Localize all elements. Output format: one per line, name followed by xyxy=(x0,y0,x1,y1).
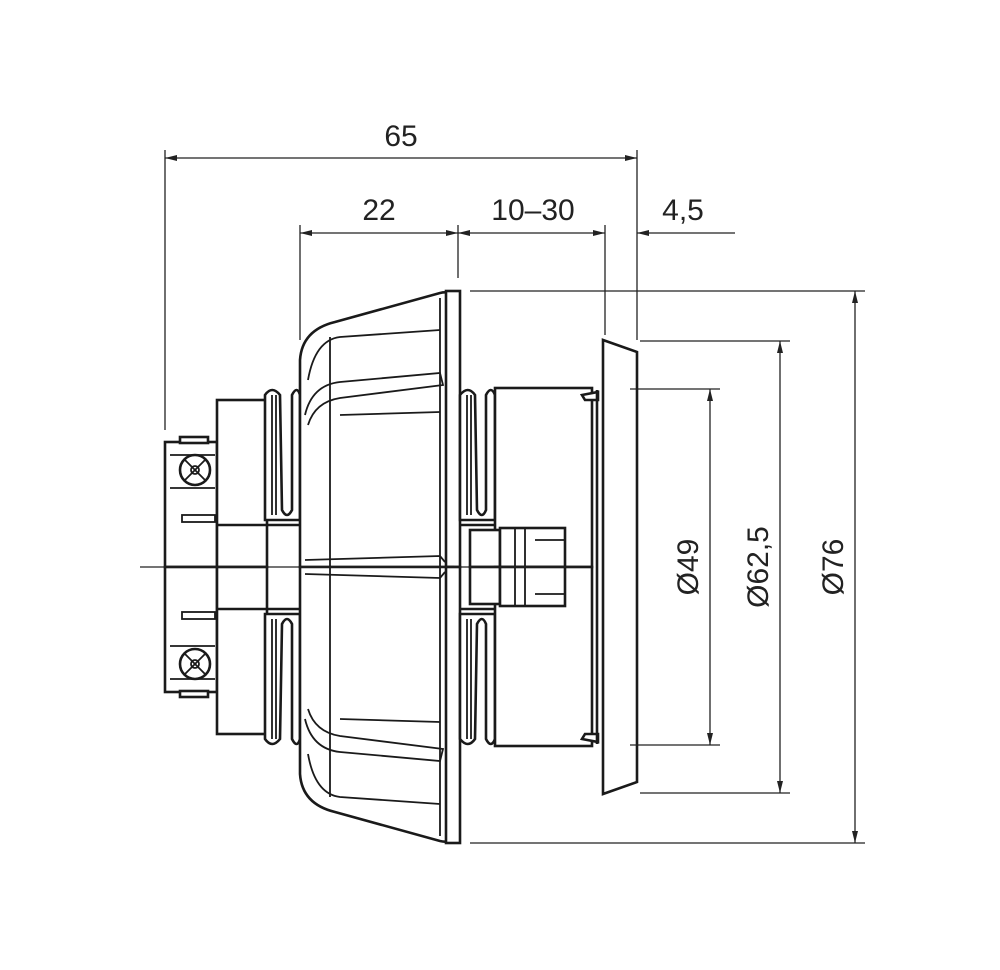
dimension-22: 22 xyxy=(300,194,458,236)
dimension-d49: Ø49 xyxy=(672,389,713,745)
part-outline xyxy=(140,289,867,845)
dimension-4-5: 4,5 xyxy=(637,194,735,236)
dimension-d76-label: Ø76 xyxy=(817,539,850,596)
dimension-4-5-label: 4,5 xyxy=(662,194,704,227)
dimension-65-label: 65 xyxy=(384,120,417,153)
dimension-10-30-label: 10–30 xyxy=(491,194,574,227)
dimension-d62-5-label: Ø62,5 xyxy=(742,526,775,608)
dimension-d76: Ø76 xyxy=(817,291,858,843)
dimension-65: 65 xyxy=(165,120,637,161)
extension-lines xyxy=(164,150,638,430)
dimension-22-label: 22 xyxy=(362,194,395,227)
dimension-d49-label: Ø49 xyxy=(672,539,705,596)
dimension-10-30: 10–30 xyxy=(458,194,605,236)
dimension-d62-5: Ø62,5 xyxy=(742,341,783,793)
